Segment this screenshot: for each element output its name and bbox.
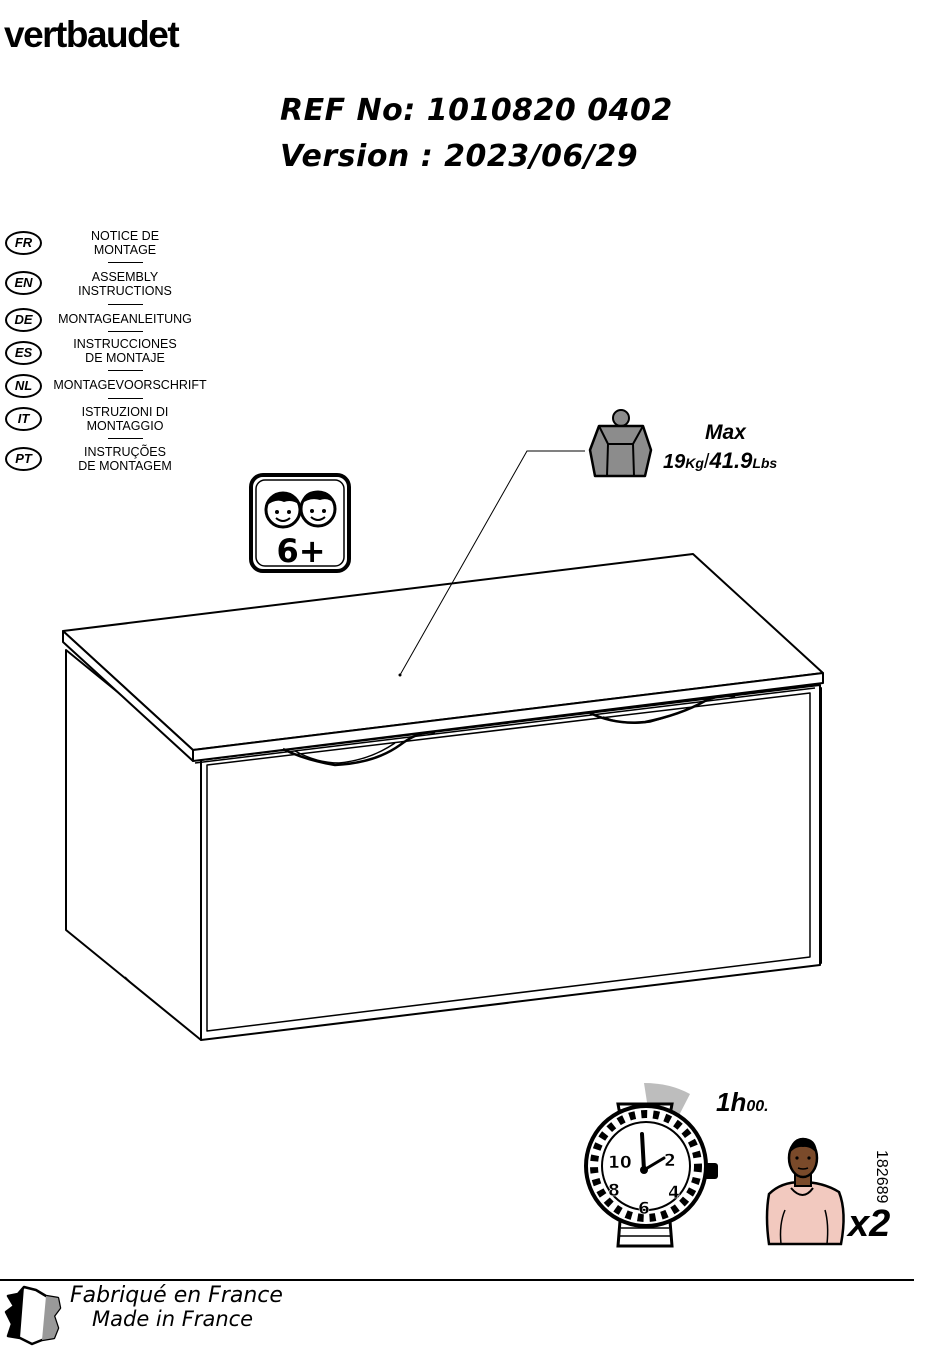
- watch-icon: 10 2 8 6 4: [584, 1083, 718, 1248]
- clock-numeral: 2: [664, 1151, 676, 1171]
- footer-made-in-fr: Fabriqué en France: [70, 1283, 283, 1308]
- lang-badge-en: EN: [5, 271, 42, 295]
- max-load-label: Max: [705, 421, 746, 444]
- persons-count: x2: [848, 1203, 891, 1245]
- brand-logo: vertbaudet: [4, 14, 180, 55]
- person-icon: [765, 1137, 845, 1246]
- lang-badge-de: DE: [5, 308, 42, 332]
- lang-badge-nl: NL: [5, 374, 42, 398]
- lang-separator: [108, 262, 143, 263]
- lang-separator: [108, 331, 143, 332]
- clock-numeral: 10: [608, 1153, 632, 1173]
- storage-box-illustration: [62, 450, 824, 1041]
- version-date: Version : 2023/06/29: [280, 139, 639, 174]
- weight-icon: [588, 409, 653, 478]
- lang-title-nl: MONTAGEVOORSCHRIFT: [53, 378, 207, 392]
- lang-badge-it: IT: [5, 407, 42, 431]
- assembly-time: 1h00.: [716, 1087, 769, 1117]
- max-load-value: 19Kg/41.9Lbs: [663, 448, 778, 473]
- lang-badge-es: ES: [5, 341, 42, 365]
- lang-badge-fr: FR: [5, 231, 42, 255]
- france-map-icon: [4, 1285, 62, 1346]
- footer-divider: [0, 1279, 914, 1281]
- age-badge-label: 6+: [276, 532, 325, 570]
- clock-numeral: 4: [668, 1183, 680, 1203]
- document-number: 182689: [873, 1150, 890, 1204]
- lang-separator: [108, 370, 143, 371]
- lang-title-de: MONTAGEANLEITUNG: [58, 312, 192, 326]
- lang-separator: [108, 438, 143, 439]
- clock-numeral: 8: [608, 1181, 620, 1201]
- lang-separator: [108, 398, 143, 399]
- footer-made-in-en: Made in France: [92, 1307, 254, 1331]
- ref-number: REF No: 1010820 0402: [280, 93, 673, 128]
- clock-numeral: 6: [638, 1199, 650, 1219]
- lang-badge-pt: PT: [5, 447, 42, 471]
- lang-separator: [108, 304, 143, 305]
- age-badge-icon: 6+: [249, 473, 351, 573]
